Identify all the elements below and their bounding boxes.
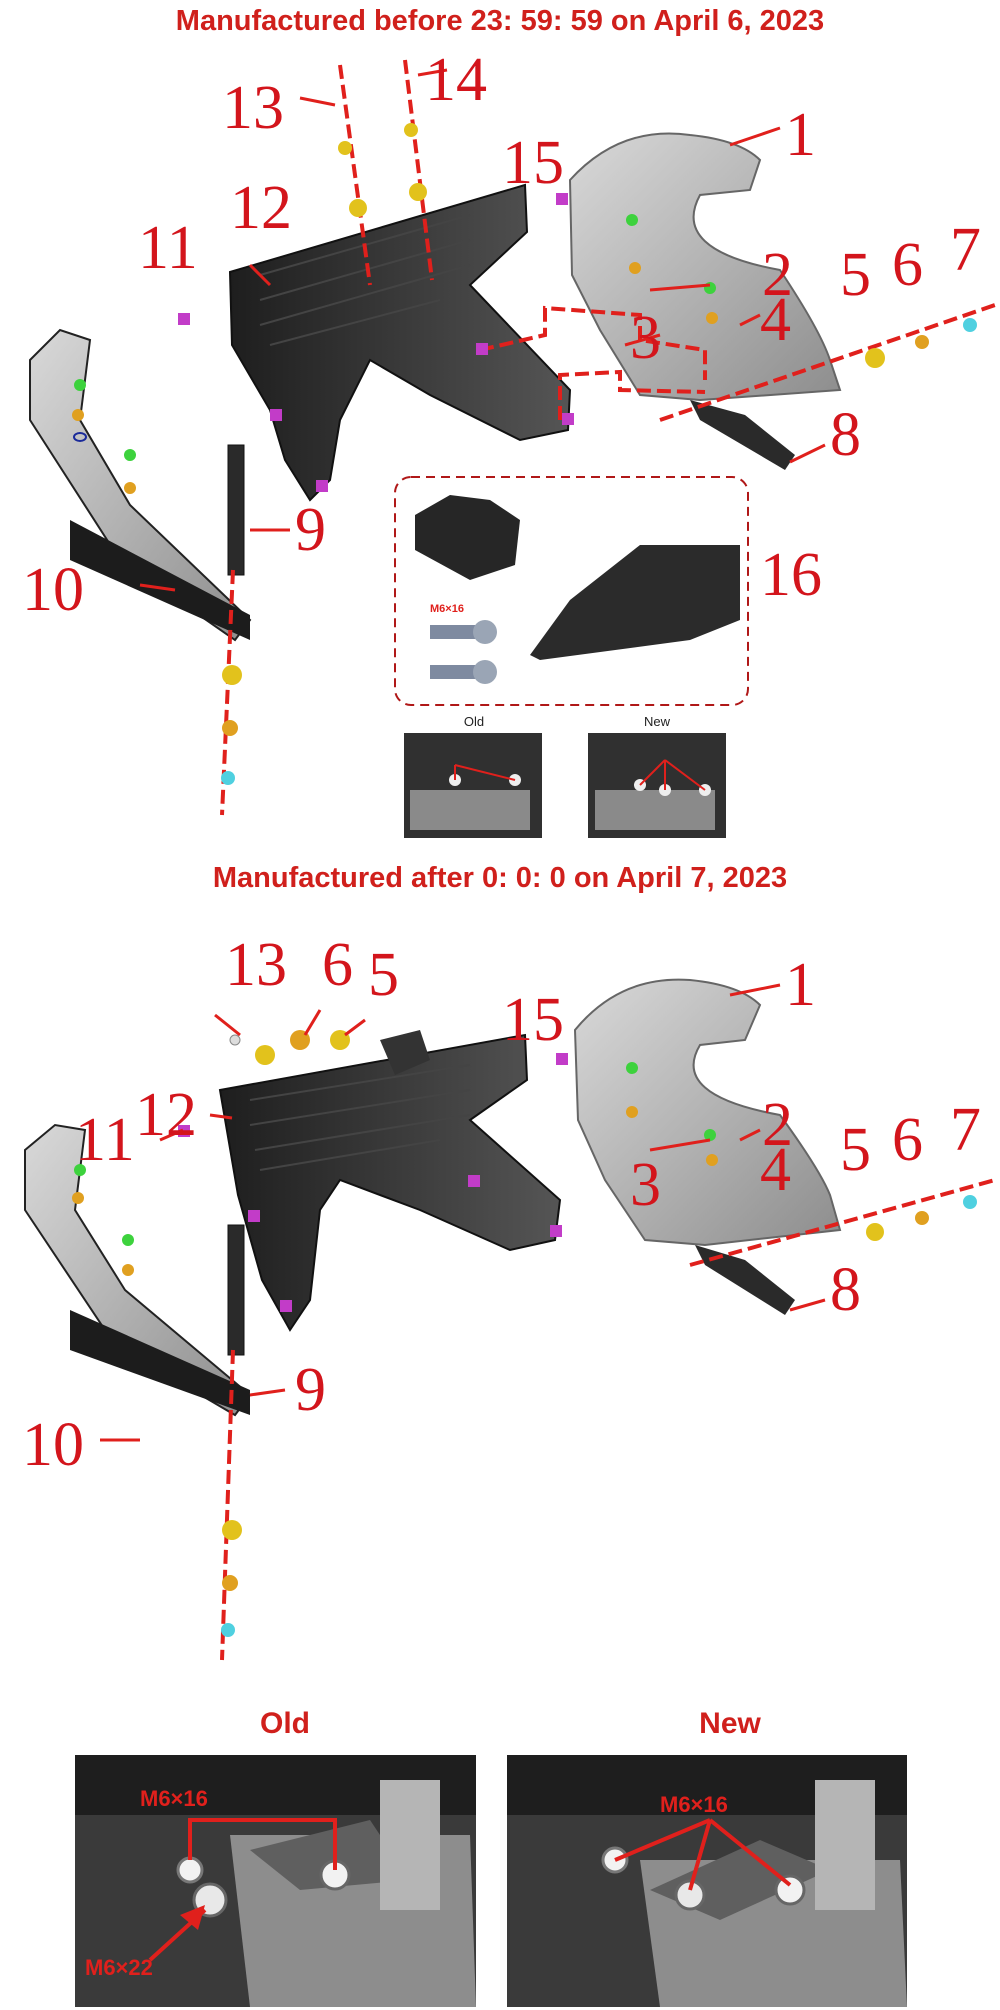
label-4-v2: 4	[760, 1136, 791, 1204]
inset-old-label: Old	[464, 714, 484, 729]
label-10-v2: 10	[22, 1411, 84, 1479]
part-12-bracket	[228, 183, 572, 502]
bracket-ribs-v2	[249, 1064, 471, 1171]
inset-bolt-spec: M6×16	[430, 603, 464, 615]
title-after: Manufactured after 0: 0: 0 on April 7, 2…	[212, 862, 788, 894]
title-before: Manufactured before 23: 59: 59 on April …	[175, 5, 825, 37]
label-12: 12	[230, 174, 292, 242]
old-spec-a: M6×16	[140, 1786, 208, 1811]
label-5-top-v2: 5	[368, 941, 399, 1009]
part-8-bar	[690, 400, 795, 470]
label-3-v2: 3	[630, 1151, 661, 1219]
inset-photo-leaders	[454, 759, 706, 791]
label-6-v2: 6	[892, 1106, 923, 1174]
photo-new-label: New	[699, 1707, 761, 1740]
label-1: 1	[785, 101, 816, 169]
assembly-axes-v2	[220, 1178, 996, 1661]
part-9-bar-v2	[227, 1224, 245, 1356]
part-1-skid-plate-v2	[573, 978, 842, 1247]
label-8-v2: 8	[830, 1256, 861, 1324]
part-9-bar	[227, 444, 245, 576]
labels-before: 13 14 15 1 12 11 2 5 6 7 3 4 8 9 10 16	[22, 46, 981, 624]
comparison-photos	[75, 1755, 907, 2007]
label-12-v2: 12	[135, 1081, 197, 1149]
inset-bolts	[430, 620, 497, 684]
label-1-v2: 1	[785, 951, 816, 1019]
inset-bracket	[415, 495, 520, 580]
bracket-tab-v2	[380, 1030, 430, 1075]
label-6-top-v2: 6	[322, 931, 353, 999]
new-spec: M6×16	[660, 1792, 728, 1817]
label-7: 7	[950, 216, 981, 284]
label-11-v2: 11	[75, 1106, 135, 1174]
label-5-v2: 5	[840, 1116, 871, 1184]
inset-part-16	[530, 545, 740, 660]
inset-new-label: New	[644, 714, 671, 729]
label-2: 2	[762, 241, 793, 309]
label-13: 13	[222, 74, 284, 142]
part-12-bracket-v2	[218, 1033, 562, 1332]
label-7-v2: 7	[950, 1096, 981, 1164]
part-1-skid-plate	[568, 132, 842, 402]
old-spec-b: M6×22	[85, 1955, 153, 1980]
label-8: 8	[830, 401, 861, 469]
label-14: 14	[425, 46, 487, 114]
label-4: 4	[760, 286, 791, 354]
label-11: 11	[138, 214, 198, 282]
photo-old-label: Old	[260, 1707, 310, 1740]
leaders-top	[139, 68, 826, 592]
label-3: 3	[630, 304, 661, 372]
leaders-bottom	[100, 983, 826, 1442]
diagram-before: 13 14 15 1 12 11 2 5 6 7 3 4 8 9 10 16 M…	[22, 46, 996, 838]
labels-after: 13 6 5 15 1 12 11 2 5 6 7 3 4 8 9 10	[22, 931, 981, 1479]
label-9: 9	[295, 496, 326, 564]
label-2-v2: 2	[762, 1091, 793, 1159]
part-10-arm-lower	[70, 520, 250, 640]
hardware-top	[72, 123, 977, 785]
label-15-v2: 15	[502, 986, 564, 1054]
label-9-v2: 9	[295, 1356, 326, 1424]
label-5: 5	[840, 241, 871, 309]
label-15: 15	[502, 129, 564, 197]
label-6: 6	[892, 231, 923, 299]
label-16: 16	[760, 541, 822, 609]
diagram-after: 13 6 5 15 1 12 11 2 5 6 7 3 4 8 9 10	[22, 931, 996, 1661]
hardware-bottom	[72, 1030, 977, 1637]
part-10-arm-lower-v2	[70, 1310, 250, 1415]
label-10: 10	[22, 556, 84, 624]
part-8-bar-v2	[695, 1245, 795, 1315]
inset-photo-details	[410, 774, 715, 830]
label-13-v2: 13	[225, 931, 287, 999]
inset-box	[394, 476, 749, 706]
